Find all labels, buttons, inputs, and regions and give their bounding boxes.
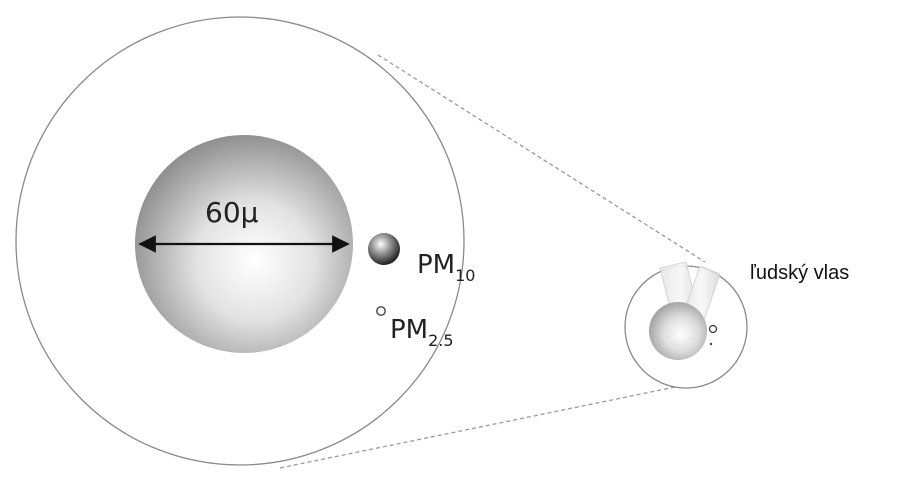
pm10-particle	[368, 233, 400, 265]
pm10-label: PM10	[417, 250, 475, 285]
zoom-line-top	[377, 54, 706, 263]
pm25-label: PM2.5	[390, 315, 454, 350]
pm10-label-base: PM	[417, 250, 456, 280]
pm10-label-sub: 10	[455, 266, 476, 285]
diameter-label: 60μ	[205, 196, 259, 229]
small-pm25-particle	[709, 342, 713, 346]
hair-label: ľudský vlas	[750, 262, 850, 284]
zoom-line-bottom	[279, 385, 681, 469]
small-pm10-particle	[708, 324, 718, 334]
small-hair-sphere	[649, 302, 707, 360]
pm25-label-sub: 2.5	[428, 331, 454, 350]
pm25-particle	[376, 306, 386, 316]
pm25-label-base: PM	[390, 315, 429, 345]
